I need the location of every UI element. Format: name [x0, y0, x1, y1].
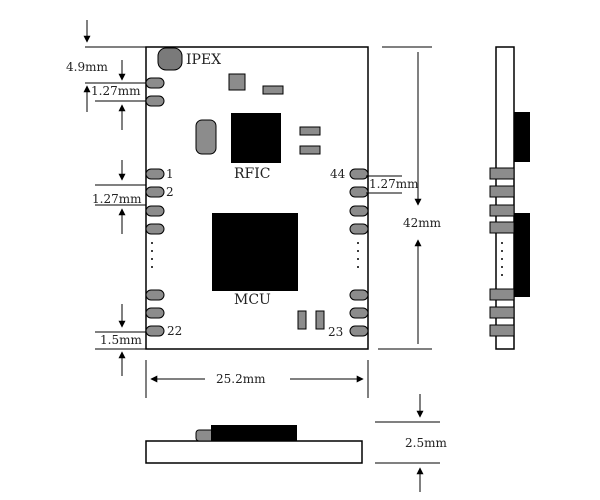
dim-height: 42mm [403, 216, 442, 230]
component-bottom-2 [315, 310, 325, 330]
dim-pitch-left-mid: 1.27mm [92, 192, 142, 206]
pin-label-22: 22 [167, 324, 182, 338]
pin-label-44: 44 [330, 167, 346, 181]
pin-label-1: 1 [166, 167, 174, 181]
bottom-view [145, 425, 363, 464]
mcu-chip [212, 213, 298, 291]
mcu-label: MCU [234, 292, 271, 308]
crystal-component [195, 119, 217, 155]
component-small [262, 85, 284, 95]
right-pads [349, 168, 369, 337]
dim-thickness: 2.5mm [405, 436, 447, 450]
pin-label-23: 23 [328, 325, 343, 339]
side-view [489, 46, 530, 350]
component-bottom-1 [297, 310, 307, 330]
rfic-chip [231, 113, 281, 163]
dim-top-offset: 4.9mm [66, 60, 108, 74]
component-bar-2 [299, 145, 321, 155]
ipex-label: IPEX [186, 52, 221, 68]
left-pad-ellipsis [151, 242, 153, 268]
left-pads [145, 77, 165, 337]
dim-pitch-left-top: 1.27mm [91, 84, 141, 98]
right-pad-ellipsis [357, 242, 359, 268]
rfic-label: RFIC [234, 166, 271, 182]
component-bar-1 [299, 126, 321, 136]
dim-width: 25.2mm [216, 372, 266, 386]
component-square [228, 73, 246, 91]
dim-pitch-right: 1.27mm [369, 177, 419, 191]
pin-label-2: 2 [166, 185, 174, 199]
board-outline [145, 46, 369, 350]
ipex-connector [157, 47, 183, 71]
dim-bottom-offset: 1.5mm [100, 333, 142, 347]
